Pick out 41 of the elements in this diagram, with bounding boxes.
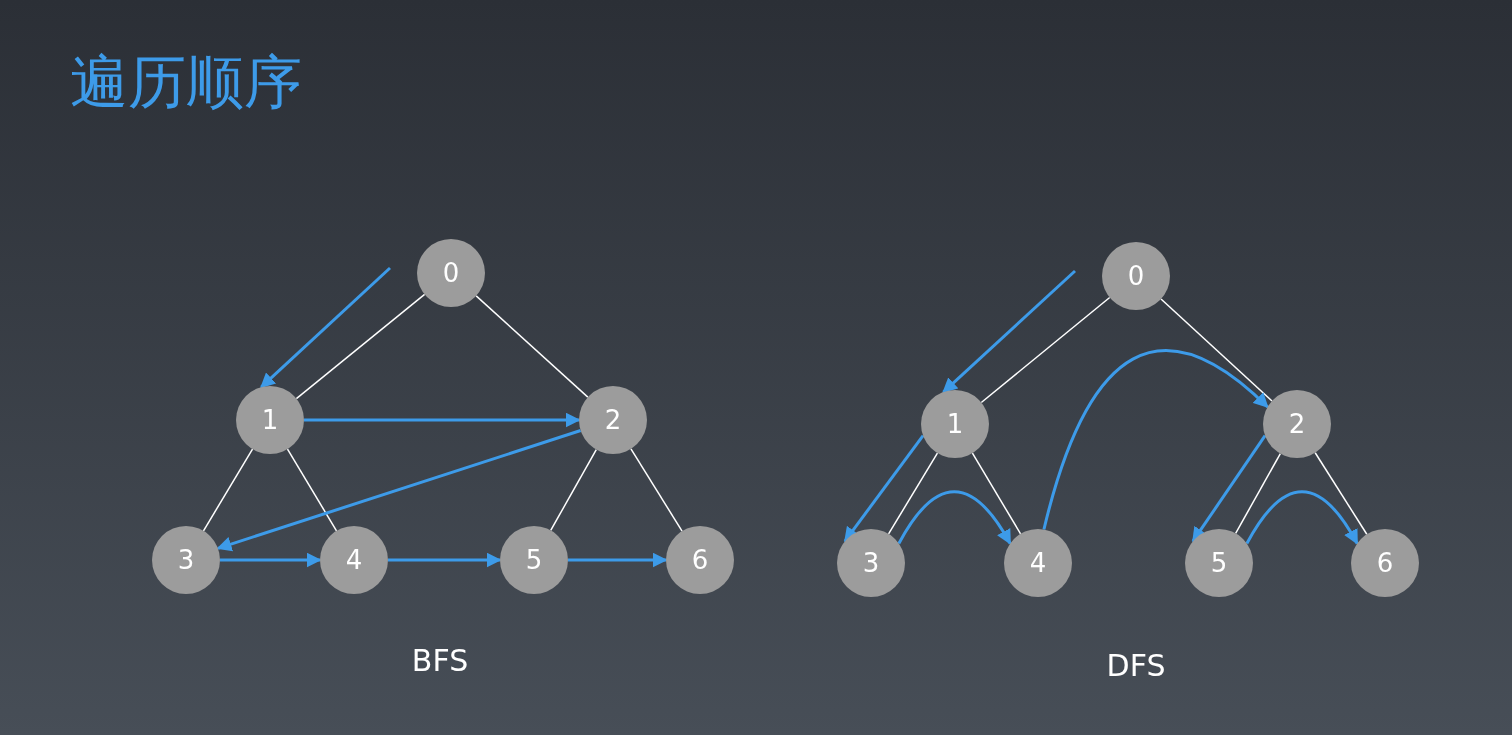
tree-node: 5 [500, 526, 568, 594]
arrow [1042, 349, 1269, 530]
tree-node: 6 [666, 526, 734, 594]
arrow [568, 552, 668, 568]
tree-node: 4 [320, 526, 388, 594]
tree-node: 5 [1185, 529, 1253, 597]
tree-node: 2 [1263, 390, 1331, 458]
arrow [843, 434, 925, 543]
tree-edge [1314, 452, 1368, 535]
tree-node: 4 [1004, 529, 1072, 597]
tree-node: 1 [921, 390, 989, 458]
tree-node: 3 [837, 529, 905, 597]
tree-node: 1 [236, 386, 304, 454]
traversal-label: BFS [411, 643, 469, 678]
tree-edge [971, 452, 1022, 535]
arrow [216, 429, 582, 552]
tree-node: 6 [1351, 529, 1419, 597]
tree-edge [475, 295, 589, 398]
tree-edge [887, 452, 939, 535]
arrow [1191, 434, 1267, 543]
tree-edge [1160, 298, 1273, 402]
title: 遍历顺序 [70, 47, 302, 118]
tree-edge [295, 293, 426, 400]
tree-edge [286, 448, 338, 532]
tree-edge [1234, 452, 1282, 535]
tree-node: 0 [417, 239, 485, 307]
arrow [304, 412, 581, 428]
tree-node: 3 [152, 526, 220, 594]
arrow [897, 490, 1012, 545]
traversal-label: DFS [1106, 648, 1166, 683]
arrow [388, 552, 502, 568]
tree-edge [202, 448, 254, 532]
tree-node: 2 [579, 386, 647, 454]
arrow [220, 552, 322, 568]
tree-edge [630, 448, 683, 532]
tree-node: 0 [1102, 242, 1170, 310]
arrow [942, 269, 1076, 394]
tree-edge [980, 296, 1111, 404]
tree-edge [549, 448, 598, 532]
arrow [260, 266, 391, 389]
arrow [1245, 490, 1359, 545]
